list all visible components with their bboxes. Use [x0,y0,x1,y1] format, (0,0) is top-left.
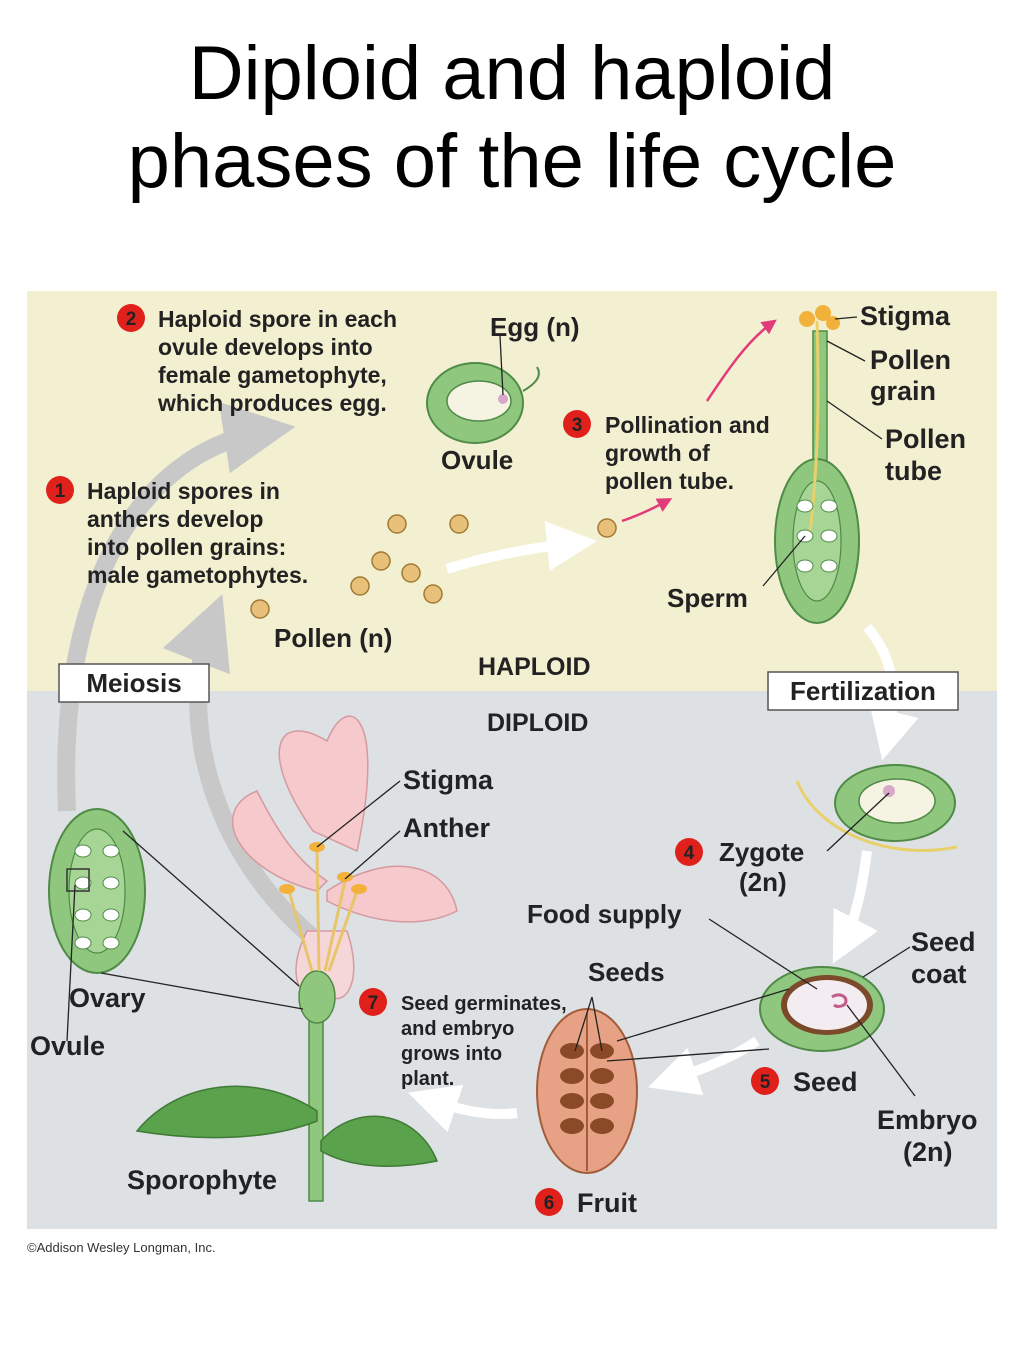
step-4-line: Zygote [719,837,804,867]
step-2-line: Haploid spore in each [158,306,397,332]
step-4-line: (2n) [739,867,787,897]
step-1-text: Haploid spores in anthers develop into p… [87,478,308,588]
step-6-line: Fruit [577,1188,637,1218]
step-2-text: Haploid spore in each ovule develops int… [157,306,397,416]
pollen-flow-arrow [445,521,597,574]
step-7-line: Seed germinates, [401,993,567,1015]
ovule-female-gametophyte [426,362,540,444]
step-badge-4: 4 [675,838,703,866]
label-stigma-flower: Stigma [403,765,494,795]
step-5-text: Seed [793,1067,858,1097]
label-ovule-top: Ovule [441,445,513,475]
step-7-line: grows into [401,1043,502,1065]
step-badge-6: 6 [535,1188,563,1216]
step-1-line: male gametophytes. [87,562,308,588]
ovary-cross-section [48,808,146,974]
step-3-text: Pollination and growth of pollen tube. [605,412,770,494]
pollen-grains [250,514,617,619]
leader-lines [66,316,916,1097]
meiosis-arrow-2 [162,594,323,948]
step-badge-2: 2 [117,304,145,332]
step-7-text: Seed germinates, and embryo grows into p… [401,993,567,1090]
step-badge-5: 5 [751,1067,779,1095]
label-haploid: HAPLOID [478,653,591,681]
label-meiosis: Meiosis [86,668,181,698]
zygote-to-seed-arrow [832,850,879,964]
label-ovule-left: Ovule [30,1031,105,1061]
zygote-ovule [795,764,958,852]
step-number-6: 6 [544,1193,555,1214]
label-sporophyte: Sporophyte [127,1165,277,1195]
label-fertilization: Fertilization [790,676,936,706]
title-line-2: phases of the life cycle [127,119,897,204]
step-3-line: pollen tube. [605,468,734,494]
step-number-1: 1 [55,481,66,502]
sporophyte-flower [135,715,458,1202]
step-number-7: 7 [368,993,379,1014]
label-sperm: Sperm [667,583,748,613]
label-embryo: Embryo [877,1105,978,1135]
step-2-line: female gametophyte, [158,362,387,388]
step-number-3: 3 [572,415,583,436]
step-3-line: growth of [605,440,710,466]
step-5-line: Seed [793,1067,858,1097]
label-seeds: Seeds [588,957,665,987]
step-3-line: Pollination and [605,412,770,438]
step-badge-3: 3 [563,410,591,438]
label-embryo: (2n) [903,1137,953,1167]
fertilization-box: Fertilization [767,671,959,711]
step-7-line: plant. [401,1068,454,1090]
step-7-line: and embryo [401,1018,514,1040]
step-badge-7: 7 [359,988,387,1016]
label-ovary: Ovary [69,983,146,1013]
step-2-line: which produces egg. [157,390,387,416]
label-stigma-top: Stigma [860,301,951,331]
step-number-5: 5 [760,1072,771,1093]
life-cycle-diagram: 1 2 3 4 5 6 7 Haploid spores in anthers … [27,291,997,1229]
label-food-supply: Food supply [527,899,682,929]
pollination-arrow-1 [705,319,777,402]
step-number-2: 2 [126,309,137,330]
step-badge-1: 1 [46,476,74,504]
title-line-1: Diploid and haploid [188,31,836,116]
label-pollen-tube: Pollen [885,424,966,454]
fruit-to-plant-arrow [408,1084,518,1133]
step-1-line: Haploid spores in [87,478,280,504]
fruit [536,1008,638,1174]
copyright-notice: ©Addison Wesley Longman, Inc. [27,1240,216,1255]
step-2-line: ovule develops into [158,334,373,360]
diploid-region [27,691,997,1229]
step-6-text: Fruit [577,1188,637,1218]
label-pollen-grain: Pollen [870,345,951,375]
label-pollen-tube: tube [885,456,942,486]
label-anther: Anther [403,813,490,843]
step-1-line: anthers develop [87,506,263,532]
label-seed-coat: coat [911,959,967,989]
step-1-line: into pollen grains: [87,534,286,560]
label-seed-coat: Seed [911,927,976,957]
meiosis-box: Meiosis [58,663,210,703]
step-number-4: 4 [684,843,695,864]
label-pollen: Pollen (n) [274,623,392,653]
pollination-arrow-2 [621,498,673,523]
meiosis-arrow-1 [57,402,296,812]
label-egg: Egg (n) [490,312,580,342]
page-title: Diploid and haploid phases of the life c… [0,30,1024,206]
seed [759,966,885,1052]
step-4-text: Zygote (2n) [719,837,804,897]
label-diploid: DIPLOID [487,709,588,737]
seed-to-fruit-arrow [648,1036,760,1096]
label-pollen-grain: grain [870,376,936,406]
